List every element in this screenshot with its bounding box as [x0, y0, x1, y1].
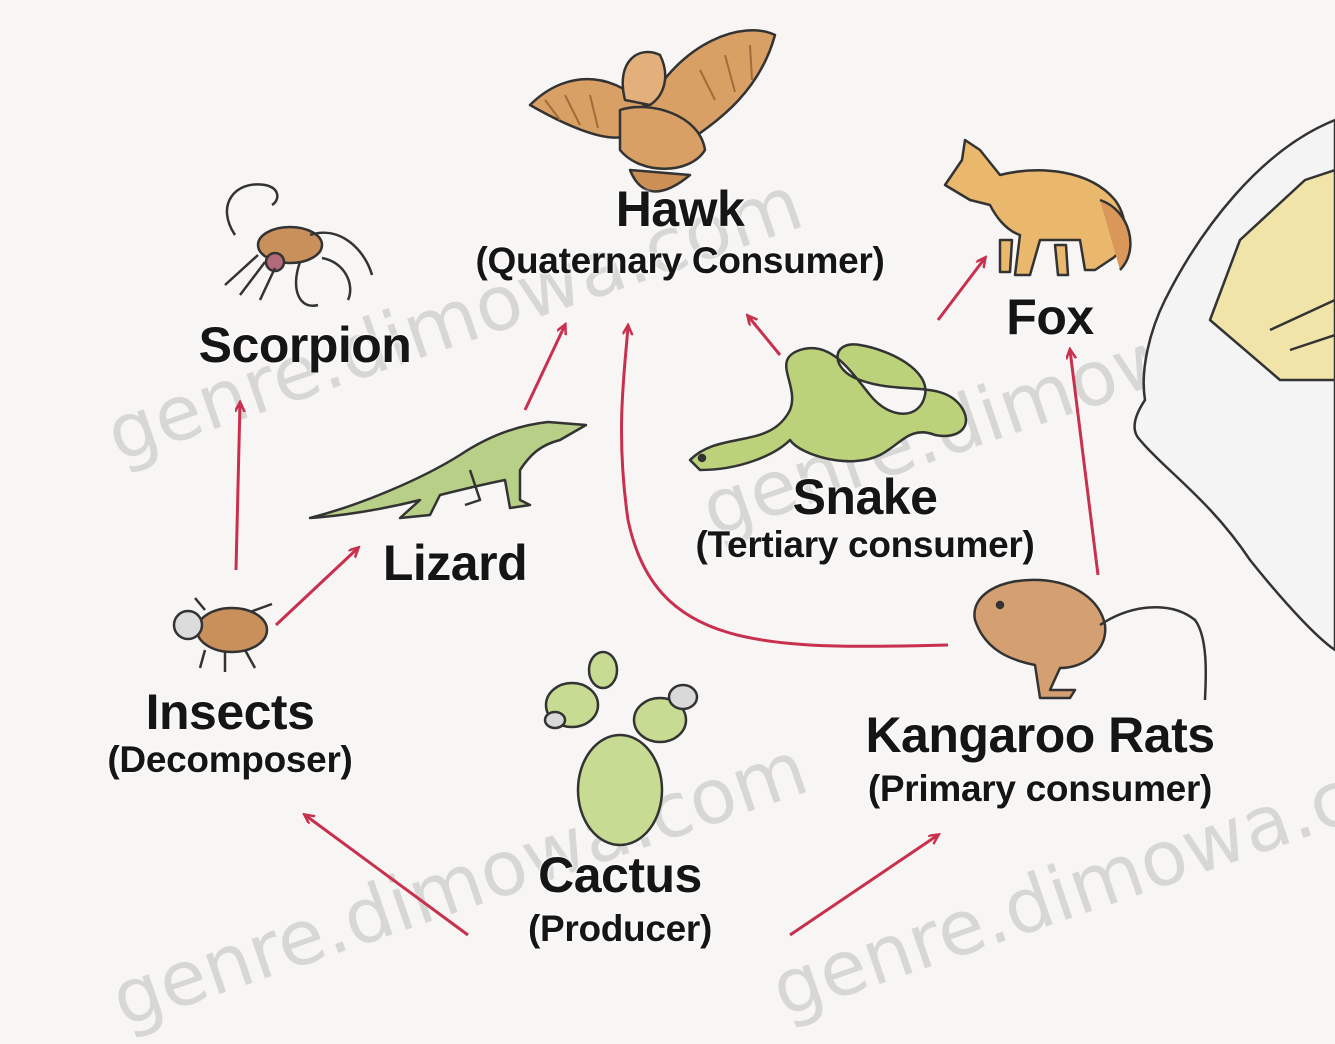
cactus-name: Cactus [480, 848, 760, 902]
insects-node: Insects (Decomposer) [70, 685, 390, 781]
insects-name: Insects [70, 685, 390, 739]
arrow-cactus-to-insects [305, 815, 468, 935]
cactus-node: Cactus (Producer) [480, 848, 760, 950]
hawk-illustration [530, 30, 775, 191]
cactus-illustration [545, 652, 697, 845]
arrow-insects-to-lizard [276, 548, 358, 625]
snake-node: Snake (Tertiary consumer) [655, 470, 1075, 566]
lizard-illustration [310, 422, 586, 518]
fox-illustration [945, 140, 1130, 275]
arrow-lizard-to-hawk [525, 325, 565, 410]
snake-illustration [690, 344, 966, 470]
arrow-snake-to-fox [938, 258, 985, 320]
kangaroo-rat-illustration [974, 580, 1205, 700]
food-web-diagram: genre.dimowa.com genre.dimowa.com genre.… [0, 0, 1335, 1000]
arrow-insects-to-scorpion [236, 403, 240, 570]
insect-illustration [174, 598, 272, 672]
hawk-role: (Quaternary Consumer) [440, 240, 920, 282]
insects-role: (Decomposer) [70, 739, 390, 781]
kangaroo-rats-name: Kangaroo Rats [825, 708, 1255, 762]
arrow-snake-to-hawk [748, 316, 780, 355]
lizard-name: Lizard [370, 536, 540, 590]
fox-name: Fox [995, 290, 1105, 344]
pencil-hand-illustration [1135, 120, 1335, 650]
kangaroo-rats-node: Kangaroo Rats (Primary consumer) [825, 708, 1255, 810]
snake-name: Snake [655, 470, 1075, 524]
scorpion-illustration [225, 184, 372, 305]
hawk-node: Hawk (Quaternary Consumer) [440, 182, 920, 282]
arrow-cactus-to-kangaroo-rats [790, 835, 938, 935]
cactus-role: (Producer) [480, 908, 760, 950]
snake-role: (Tertiary consumer) [655, 524, 1075, 566]
hawk-name: Hawk [440, 182, 920, 236]
kangaroo-rats-role: (Primary consumer) [825, 768, 1255, 810]
scorpion-name: Scorpion [185, 318, 425, 372]
